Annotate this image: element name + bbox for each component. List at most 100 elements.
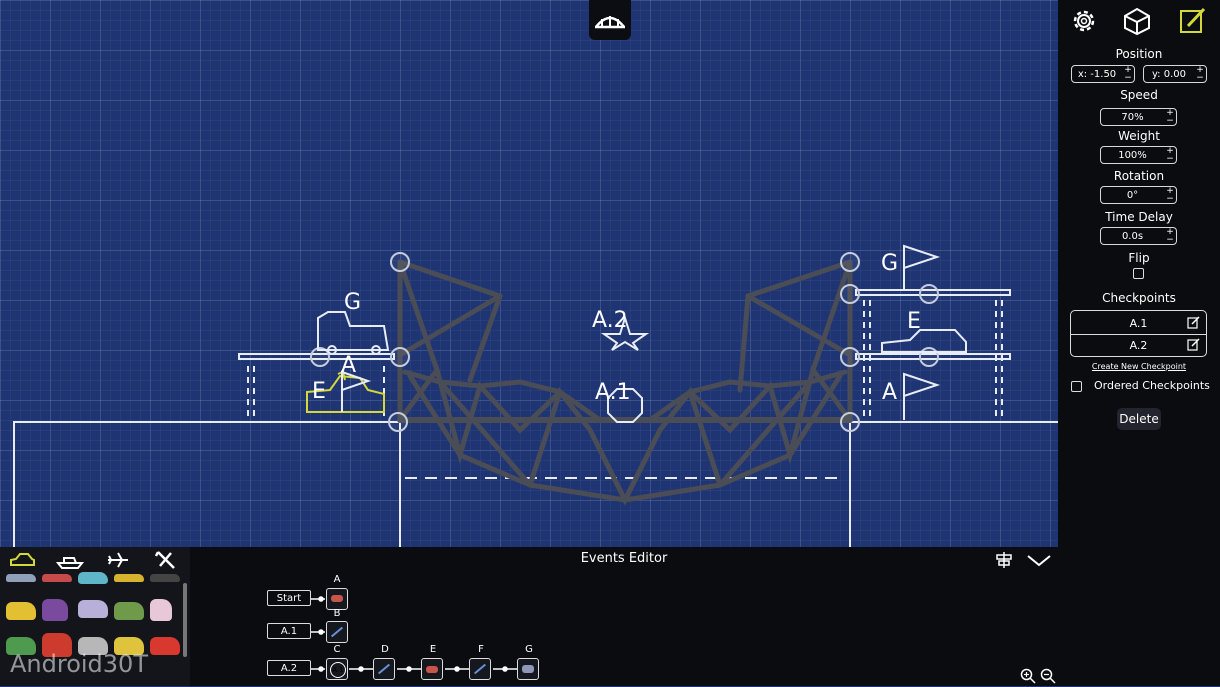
anchor-joints xyxy=(310,252,939,432)
bridge-icon xyxy=(595,16,625,29)
event-node-label: E xyxy=(429,644,437,655)
event-node-label: A xyxy=(333,574,341,585)
car-thumbnail-icon xyxy=(331,595,343,602)
time-delay-field[interactable]: 0.0s +− xyxy=(1100,227,1177,245)
label-a2: A.2 xyxy=(592,308,628,333)
car-category-icon[interactable] xyxy=(8,549,36,571)
time-delay-value: 0.0s xyxy=(1121,230,1144,242)
tool-thumbnail-icon xyxy=(377,663,391,675)
align-icon[interactable] xyxy=(994,551,1014,569)
event-node[interactable] xyxy=(469,658,491,680)
zoom-in-icon[interactable] xyxy=(1020,668,1036,684)
edit-icon[interactable] xyxy=(1187,316,1200,329)
shapes-icon[interactable] xyxy=(1122,6,1152,36)
checkpoints-label: Checkpoints xyxy=(1102,291,1176,305)
position-y-stepper[interactable]: +− xyxy=(1196,65,1204,83)
event-node[interactable] xyxy=(326,588,348,610)
create-checkpoint-link[interactable]: Create New Checkpoint xyxy=(1091,362,1187,371)
position-label: Position xyxy=(1115,47,1163,61)
plane-category-icon[interactable] xyxy=(104,549,132,571)
event-row-start[interactable]: Start xyxy=(267,590,311,606)
position-x-stepper[interactable]: +− xyxy=(1124,65,1132,83)
bridge-mode-button[interactable] xyxy=(589,0,631,40)
speed-stepper[interactable]: +− xyxy=(1166,108,1174,126)
event-node[interactable] xyxy=(421,658,443,680)
event-row-a1[interactable]: A.1 xyxy=(267,623,311,639)
vehicle-thumbnail[interactable] xyxy=(78,637,108,655)
flip-label: Flip xyxy=(1128,251,1150,265)
position-x-value: x: -1.50 xyxy=(1077,68,1117,80)
rotation-stepper[interactable]: +− xyxy=(1166,186,1174,204)
ordered-checkpoints-checkbox[interactable] xyxy=(1071,381,1082,392)
weight-stepper[interactable]: +− xyxy=(1166,146,1174,164)
checkpoint-item[interactable]: A.1 xyxy=(1071,312,1206,335)
vehicle-palette xyxy=(0,547,190,686)
star-checkpoint xyxy=(600,314,650,351)
vehicle-thumbnail[interactable] xyxy=(42,633,72,657)
ghost-car-right xyxy=(881,329,967,353)
vehicle-thumbnail[interactable] xyxy=(6,602,36,620)
event-node-label: B xyxy=(333,608,341,619)
flags xyxy=(341,244,941,420)
edit-icon[interactable] xyxy=(1187,338,1200,351)
event-node-label: D xyxy=(381,644,389,655)
label-e-right: E xyxy=(907,309,921,334)
edit-icon[interactable] xyxy=(1177,6,1207,36)
label-a1: A.1 xyxy=(595,380,631,405)
scene-drawing: G A E A.2 A.1 G E A xyxy=(13,244,1058,547)
checkpoint-item[interactable]: A.2 xyxy=(1071,334,1206,356)
vehicle-thumbnail[interactable] xyxy=(78,600,108,618)
checkpoint-list: A.1 A.2 xyxy=(1070,310,1207,357)
event-node-label: C xyxy=(333,644,341,655)
speed-field[interactable]: 70% +− xyxy=(1100,108,1177,126)
vehicle-thumbnail[interactable] xyxy=(6,574,36,582)
checkpoint-label: A.1 xyxy=(1129,316,1148,330)
level-canvas[interactable]: G A E A.2 A.1 G E A xyxy=(0,0,1058,547)
delete-button[interactable]: Delete xyxy=(1117,408,1161,430)
a1-badge: A.1 xyxy=(330,662,346,678)
event-row-a2[interactable]: A.2 xyxy=(267,660,311,676)
position-x-field[interactable]: x: -1.50 +− xyxy=(1071,65,1135,83)
event-node[interactable] xyxy=(326,621,348,643)
event-node[interactable] xyxy=(373,658,395,680)
vehicle-thumbnail[interactable] xyxy=(6,637,36,655)
vehicle-thumbnail[interactable] xyxy=(150,637,180,655)
vehicle-thumbnail[interactable] xyxy=(150,574,180,582)
checkpoint-label: A.2 xyxy=(1129,338,1148,352)
position-y-field[interactable]: y: 0.00 +− xyxy=(1143,65,1207,83)
gear-icon[interactable] xyxy=(1069,6,1099,36)
vehicle-thumbnail[interactable] xyxy=(42,599,68,621)
rotation-value: 0° xyxy=(1126,189,1139,201)
bottom-bar: Events Editor Start A.1 A.2 A B C A.1 D xyxy=(0,547,1058,686)
vehicle-thumbnail[interactable] xyxy=(42,574,72,582)
vehicle-thumbnail[interactable] xyxy=(114,602,144,620)
weight-field[interactable]: 100% +− xyxy=(1100,146,1177,164)
zoom-out-icon[interactable] xyxy=(1040,668,1056,684)
boat-category-icon[interactable] xyxy=(56,549,84,571)
event-node[interactable]: A.1 xyxy=(326,658,348,680)
vehicle-thumbnail[interactable] xyxy=(150,599,172,621)
vehicle-thumbnail[interactable] xyxy=(78,572,108,584)
flip-checkbox[interactable] xyxy=(1133,268,1144,279)
palette-scrollbar[interactable] xyxy=(183,583,187,657)
speed-label: Speed xyxy=(1120,88,1158,102)
event-node-label: G xyxy=(525,644,533,655)
time-delay-stepper[interactable]: +− xyxy=(1166,227,1174,245)
properties-panel: Position x: -1.50 +− y: 0.00 +− Speed 70… xyxy=(1058,0,1220,686)
vehicle-thumbnail[interactable] xyxy=(114,637,144,655)
label-a-left: A xyxy=(341,353,356,378)
event-node[interactable] xyxy=(517,658,539,680)
event-connectors xyxy=(311,596,517,672)
event-node-label: F xyxy=(478,644,484,655)
bridge-beams xyxy=(397,259,853,506)
rotation-label: Rotation xyxy=(1113,169,1165,183)
tool-thumbnail-icon xyxy=(473,663,487,675)
car-thumbnail-icon xyxy=(426,666,438,673)
rotation-field[interactable]: 0° +− xyxy=(1100,186,1177,204)
time-delay-label: Time Delay xyxy=(1105,210,1173,224)
label-g-right: G xyxy=(881,251,898,276)
tools-category-icon[interactable] xyxy=(152,549,180,571)
vehicle-thumbnail[interactable] xyxy=(114,574,144,582)
chevron-down-icon[interactable] xyxy=(1026,551,1052,569)
watermark: Android30T xyxy=(10,650,148,678)
